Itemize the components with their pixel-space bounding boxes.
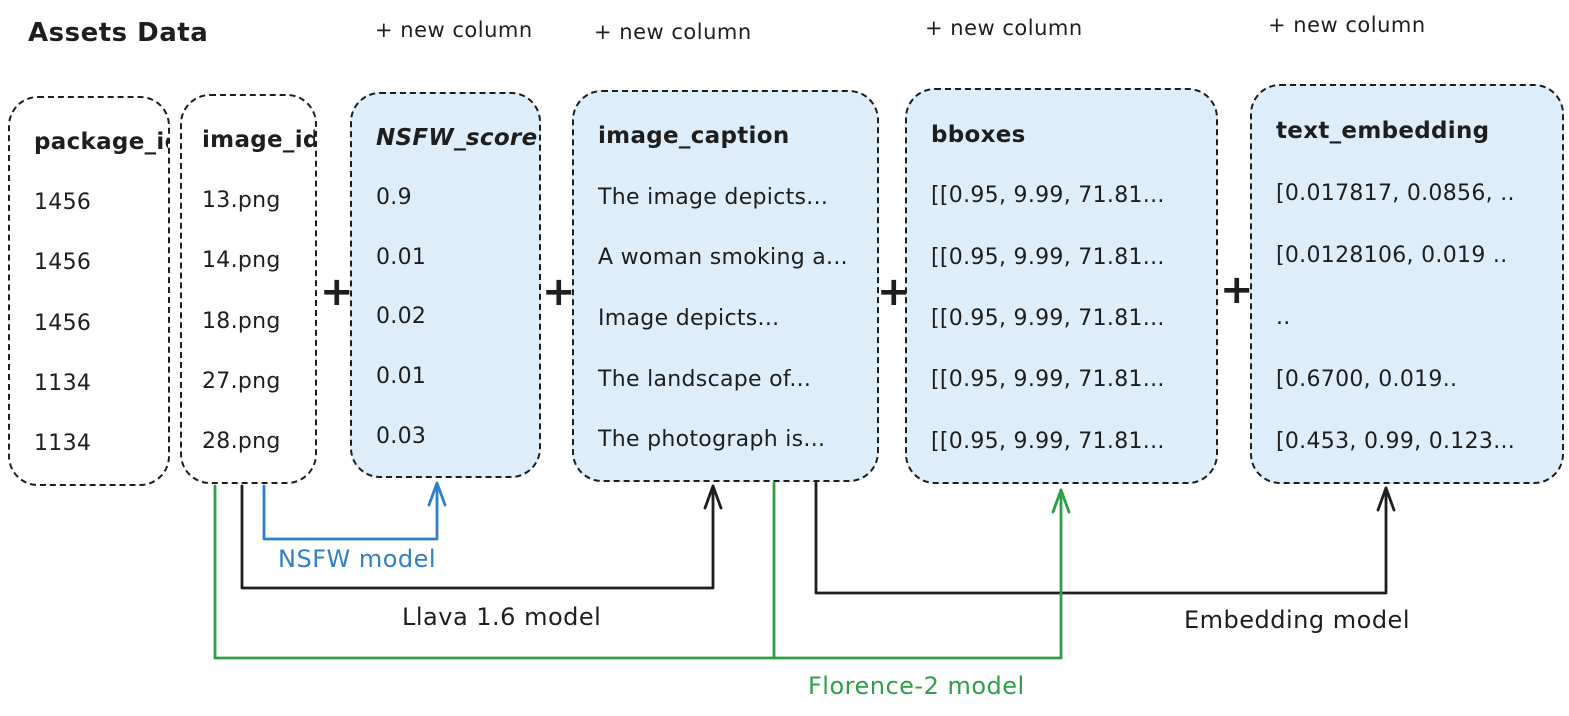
column-header: NSFW_score: [376, 124, 538, 151]
table-cell: ..: [1276, 304, 1291, 330]
column-header: image_caption: [598, 123, 790, 150]
table-cell: 0.9: [376, 185, 412, 210]
table-cell: 28.png: [202, 429, 281, 455]
table-cell: 1134: [34, 370, 92, 396]
table-cell: 0.01: [376, 364, 427, 390]
plus-icon: +: [542, 269, 576, 315]
table-cell: 13.png: [202, 187, 281, 213]
table-cell: 1456: [34, 250, 92, 276]
table-cell: [[0.95, 9.99, 71.81...: [931, 428, 1165, 454]
table-cell: [[0.95, 9.99, 71.81...: [931, 183, 1165, 209]
table-cell: The landscape of...: [598, 366, 812, 392]
plus-icon: +: [877, 269, 911, 315]
column-header: package_id: [34, 129, 168, 156]
column-header: bboxes: [931, 121, 1026, 148]
column-image-caption: image_caption The image depicts... A wom…: [572, 90, 879, 482]
nsfw-model-arrow: [262, 481, 447, 541]
table-cell: 0.02: [376, 304, 427, 330]
column-nsfw-score: NSFW_score 0.9 0.01 0.02 0.01 0.03: [350, 92, 541, 478]
plus-icon: +: [320, 269, 354, 315]
column-package-id: package_id 1456 1456 1456 1134 1134: [8, 96, 170, 486]
new-column-label-2: + new column: [594, 20, 752, 44]
column-bboxes: bboxes [[0.95, 9.99, 71.81... [[0.95, 9.…: [905, 88, 1218, 484]
table-cell: [0.017817, 0.0856, ..: [1276, 180, 1515, 206]
florence-model-label: Florence-2 model: [808, 672, 1025, 700]
plus-icon: +: [1220, 267, 1254, 313]
table-cell: 1134: [34, 431, 92, 457]
table-cell: [0.6700, 0.019..: [1276, 366, 1458, 392]
column-text-embedding: text_embedding [0.017817, 0.0856, .. [0.…: [1250, 84, 1564, 484]
table-cell: [0.453, 0.99, 0.123...: [1276, 428, 1516, 454]
table-cell: 0.03: [376, 423, 427, 449]
column-image-id: image_id 13.png 14.png 18.png 27.png 28.…: [180, 94, 317, 484]
new-column-label-4: + new column: [1268, 13, 1426, 37]
embedding-model-arrow: [814, 481, 1396, 595]
llava-model-label: Llava 1.6 model: [402, 603, 602, 631]
table-cell: 14.png: [202, 248, 281, 274]
table-cell: 1456: [34, 189, 92, 215]
embedding-model-label: Embedding model: [1184, 606, 1410, 634]
new-column-label-1: + new column: [375, 18, 533, 42]
table-cell: The image depicts...: [598, 184, 829, 210]
table-cell: [[0.95, 9.99, 71.81...: [931, 367, 1165, 393]
table-cell: 18.png: [202, 308, 281, 334]
table-cell: [0.0128106, 0.019 ..: [1276, 242, 1508, 268]
table-cell: 1456: [34, 310, 92, 336]
table-cell: [[0.95, 9.99, 71.81...: [931, 244, 1165, 270]
table-cell: 27.png: [202, 368, 281, 394]
column-header: text_embedding: [1276, 118, 1490, 144]
table-cell: [[0.95, 9.99, 71.81...: [931, 306, 1165, 332]
table-cell: The photograph is...: [598, 427, 826, 453]
nsfw-model-label: NSFW model: [278, 545, 437, 573]
new-column-label-3: + new column: [925, 16, 1083, 40]
table-cell: Image depicts...: [598, 305, 780, 331]
diagram-title: Assets Data: [28, 18, 209, 48]
table-cell: A woman smoking a...: [598, 245, 848, 271]
table-cell: 0.01: [376, 244, 427, 270]
column-header: image_id: [202, 127, 315, 154]
